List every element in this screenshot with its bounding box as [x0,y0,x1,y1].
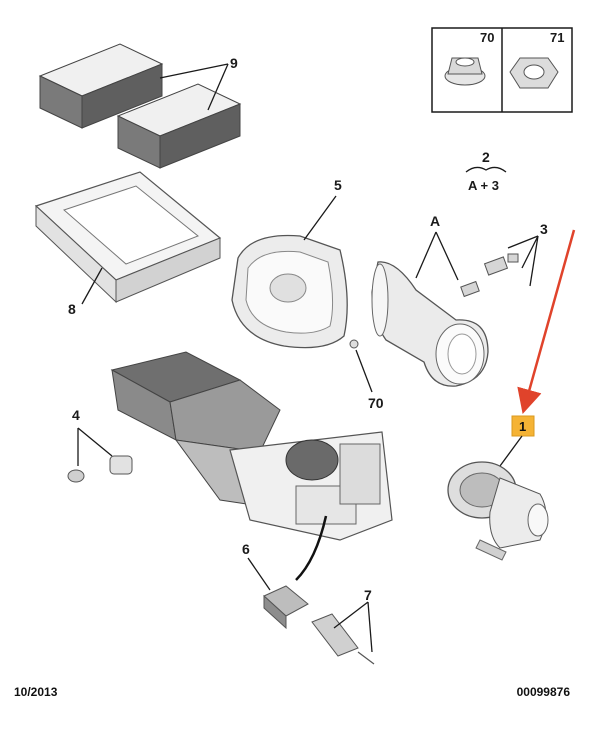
label-connector: 7 [364,587,372,603]
flange-nut-70-icon [444,57,486,86]
label-clips: 3 [540,221,548,237]
highlight-arrow [517,229,576,415]
hex-nut-71-icon [509,57,559,89]
blower-housing [231,195,373,393]
fastener-note [465,166,507,173]
label-fastener-71: 71 [550,30,564,45]
filter-frame [34,171,222,305]
plugs [67,427,133,483]
label-duct: A [430,213,440,229]
label-nut: 70 [368,395,384,411]
clips [460,235,539,298]
label-fastener-70: 70 [480,30,494,45]
label-resistor: 6 [242,541,250,557]
blower-motor [447,415,549,561]
label-frame: 8 [68,301,76,317]
label-plugs: 4 [72,407,80,423]
resistor [247,557,309,630]
label-filters: 9 [230,55,238,71]
hvac-unit [110,351,393,581]
label-note-bottom: A + 3 [468,178,499,193]
label-note-top: 2 [482,149,490,165]
cabin-filters [38,43,242,169]
reference-number: 00099876 [516,685,570,699]
label-blower-housing: 5 [334,177,342,193]
label-blower-motor: 1 [519,419,526,434]
intake-duct [371,231,489,387]
date-code: 10/2013 [14,685,58,699]
fastener-inset [431,27,573,113]
connector [311,601,375,665]
